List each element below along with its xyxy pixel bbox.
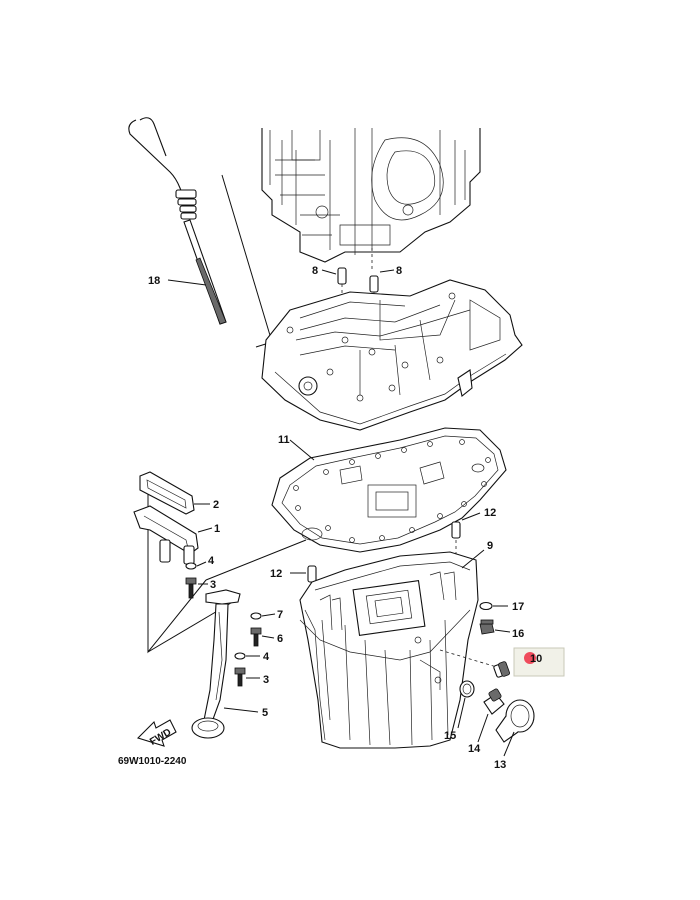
callout-12-upper[interactable]: 12: [484, 507, 496, 519]
callout-17[interactable]: 17: [512, 601, 524, 613]
bolts-part-16-17: [479, 601, 511, 635]
exhaust-guide-drawing: [261, 279, 523, 431]
callout-4-upper[interactable]: 4: [208, 555, 215, 567]
callout-14[interactable]: 14: [468, 743, 481, 755]
callout-18[interactable]: 18: [148, 275, 160, 287]
callout-13[interactable]: 13: [494, 759, 506, 771]
callout-4-lower[interactable]: 4: [263, 651, 270, 663]
callout-15[interactable]: 15: [444, 730, 456, 742]
callout-12-lower[interactable]: 12: [270, 568, 282, 580]
drain-plug-part-10: [439, 649, 510, 678]
callout-3-lower[interactable]: 3: [263, 674, 269, 686]
lower-fittings-part-13-14-15: [457, 680, 535, 757]
callout-2[interactable]: 2: [213, 499, 219, 511]
callout-16[interactable]: 16: [512, 628, 524, 640]
callout-11[interactable]: 11: [278, 434, 290, 446]
callout-5[interactable]: 5: [262, 707, 268, 719]
drawing-number: 69W1010-2240: [118, 756, 187, 767]
highlight-box-part-10[interactable]: [513, 647, 565, 677]
callout-7[interactable]: 7: [277, 609, 283, 621]
callout-10[interactable]: 10: [530, 653, 542, 665]
callout-1[interactable]: 1: [214, 523, 220, 535]
callout-9[interactable]: 9: [487, 540, 493, 552]
callout-8-right[interactable]: 8: [396, 265, 402, 277]
callout-8-left[interactable]: 8: [312, 265, 318, 277]
oil-pan-part-9: [299, 549, 485, 749]
gasket-part-11: [271, 427, 507, 553]
callout-3-upper[interactable]: 3: [210, 579, 216, 591]
forward-direction-arrow: [136, 719, 177, 747]
highlight-dot-part-10: [524, 652, 536, 664]
dipstick-part-18: [128, 117, 273, 348]
callout-6[interactable]: 6: [277, 633, 283, 645]
strainer-assembly-parts-1-7: [133, 471, 307, 739]
engine-block-drawing: [261, 128, 481, 272]
